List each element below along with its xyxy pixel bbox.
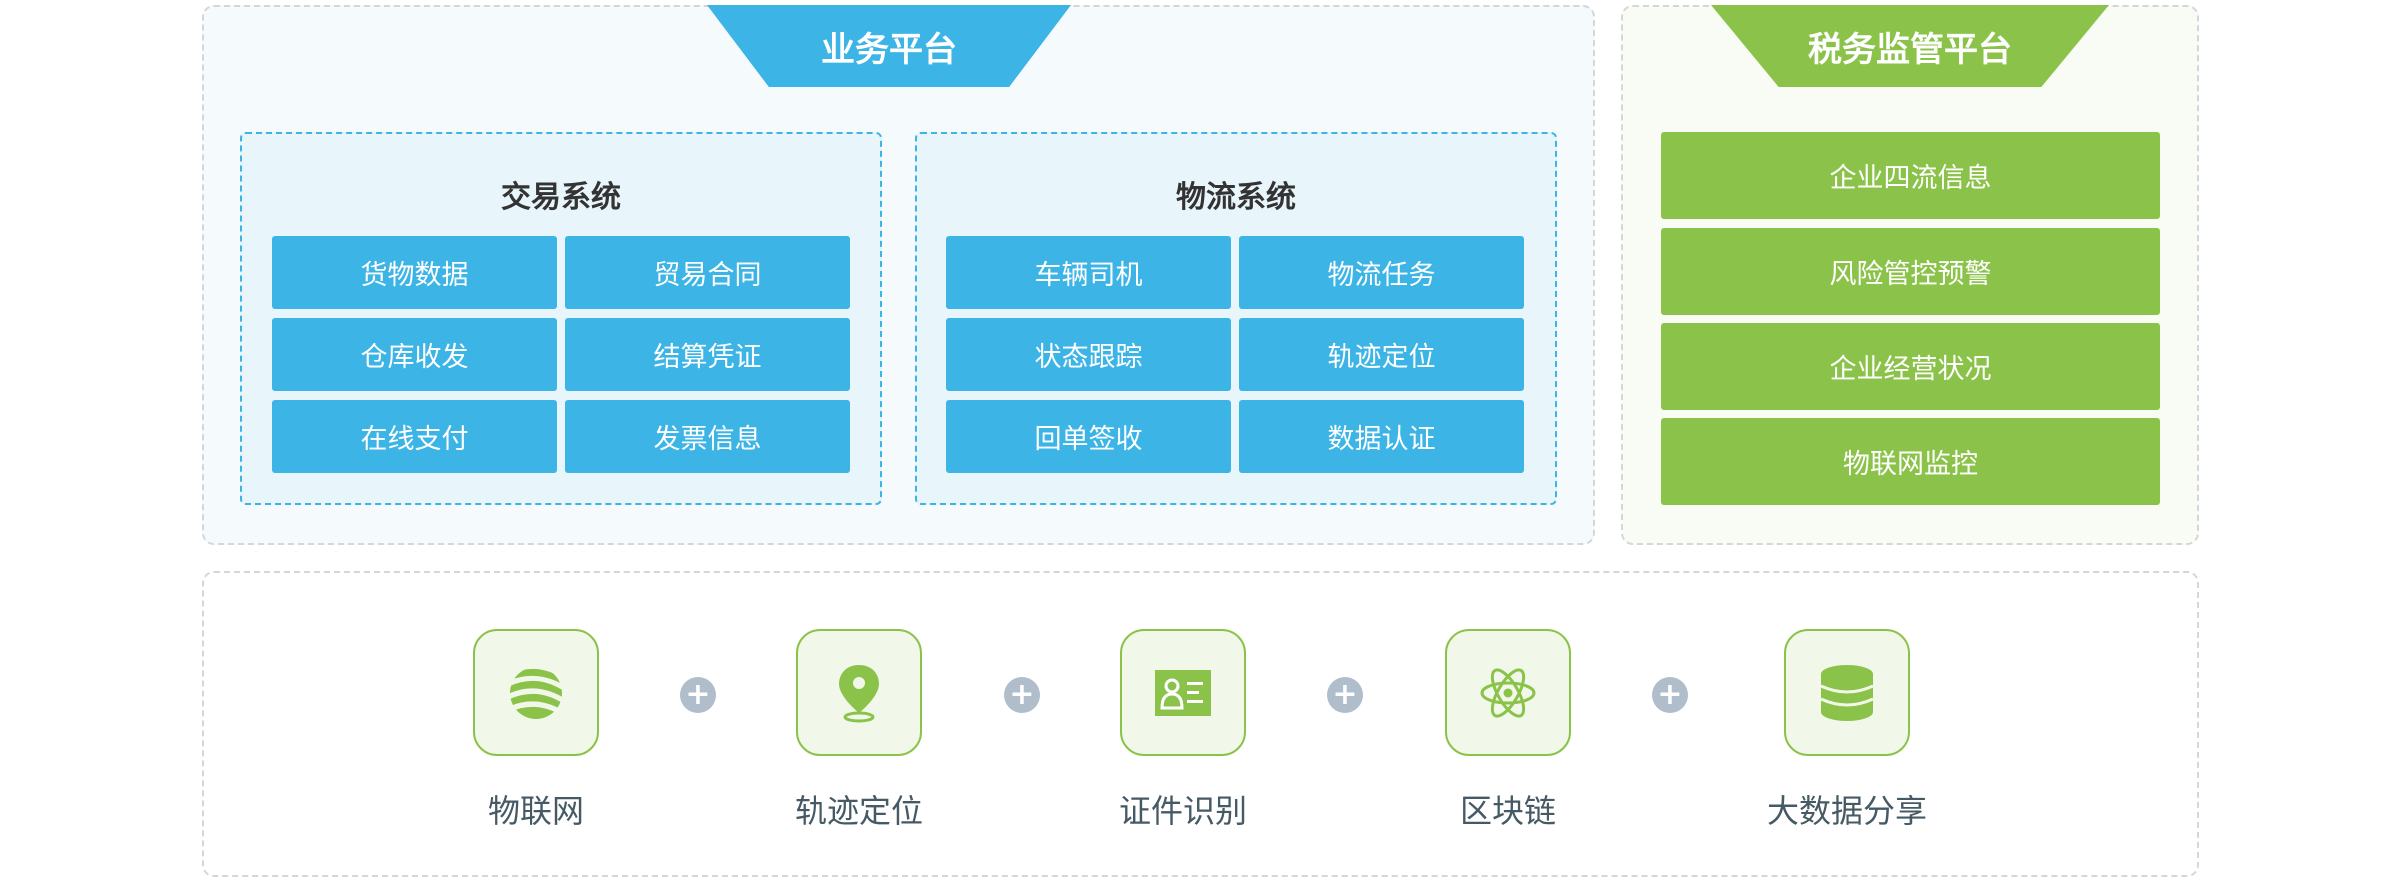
plus-icon: + [680, 677, 716, 713]
trade-item: 结算凭证 [565, 318, 850, 391]
trade-system-title: 交易系统 [501, 180, 621, 215]
business-platform-title: 业务平台 [707, 5, 1071, 87]
tax-item: 企业四流信息 [1661, 132, 2160, 219]
tax-item: 物联网监控 [1661, 418, 2160, 505]
logistics-item: 车辆司机 [946, 236, 1231, 309]
tech-label: 区块链 [1459, 792, 1556, 830]
tech-label: 物联网 [487, 792, 584, 830]
trade-item: 贸易合同 [565, 236, 850, 309]
atom-icon [1445, 629, 1571, 756]
plus-icon: + [1652, 677, 1688, 713]
trade-item: 货物数据 [272, 236, 557, 309]
globe-icon [473, 629, 599, 756]
trade-item: 在线支付 [272, 400, 557, 473]
plus-icon: + [1004, 677, 1040, 713]
tech-label: 大数据分享 [1766, 792, 1927, 830]
logistics-item: 状态跟踪 [946, 318, 1231, 391]
logistics-item: 物流任务 [1239, 236, 1524, 309]
tech-label: 轨迹定位 [794, 792, 923, 830]
logistics-item: 数据认证 [1239, 400, 1524, 473]
id-card-icon [1120, 629, 1246, 756]
plus-icon: + [1327, 677, 1363, 713]
location-pin-icon [796, 629, 922, 756]
tax-platform-title: 税务监管平台 [1711, 5, 2109, 87]
database-icon [1784, 629, 1910, 756]
tax-item: 企业经营状况 [1661, 323, 2160, 410]
trade-item: 仓库收发 [272, 318, 557, 391]
tech-label: 证件识别 [1118, 792, 1247, 830]
trade-item: 发票信息 [565, 400, 850, 473]
tax-item: 风险管控预警 [1661, 228, 2160, 315]
logistics-item: 回单签收 [946, 400, 1231, 473]
logistics-system-title: 物流系统 [1176, 180, 1296, 215]
logistics-item: 轨迹定位 [1239, 318, 1524, 391]
